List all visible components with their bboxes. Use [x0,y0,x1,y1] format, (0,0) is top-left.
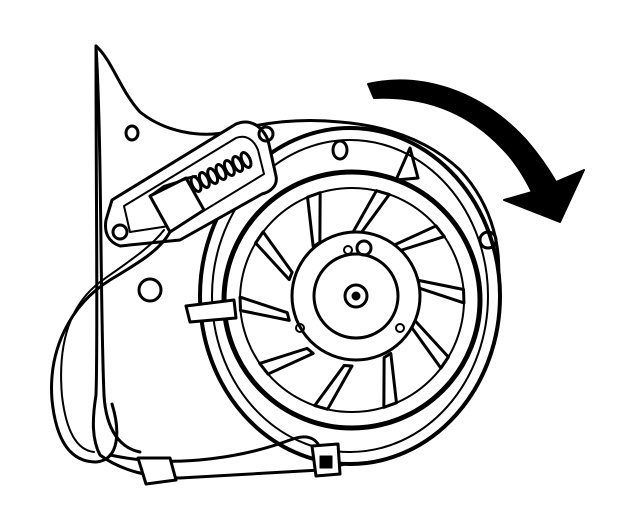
blower-scroll-inner [211,139,489,453]
resistor-mount-hole-left [111,223,129,241]
hub-screw-top [355,239,373,257]
mounting-hole-upper-left [124,124,140,142]
hub-screw-top-small [343,245,353,255]
fan-blade [258,346,315,376]
motor-shaft-ring [343,283,369,309]
hub-screw-left [295,323,305,333]
fan-blade [254,230,294,282]
motor-lead-clip [184,298,238,324]
resistor-mount-hole-right [257,125,275,143]
housing-foot [136,456,178,486]
mounting-bracket-top-right [394,146,420,182]
fan-blade [382,351,398,409]
ground-tab-bolt [319,455,333,469]
hub-screw-right [395,323,405,333]
rotation-direction-arrow [367,79,585,223]
wire-grommet [137,277,163,303]
wiring-harness-inner [60,229,165,453]
mounting-hole-right [478,230,498,250]
fan-blade [238,295,291,322]
connector-top-face [149,175,197,197]
coil-turn [239,151,253,169]
resistor-plate-inner [123,135,265,233]
mounting-hole-top [331,139,349,161]
motor-shaft [351,291,361,301]
resistor-coil [189,151,253,193]
fan-blade [313,364,354,411]
electrical-connector [148,176,206,234]
